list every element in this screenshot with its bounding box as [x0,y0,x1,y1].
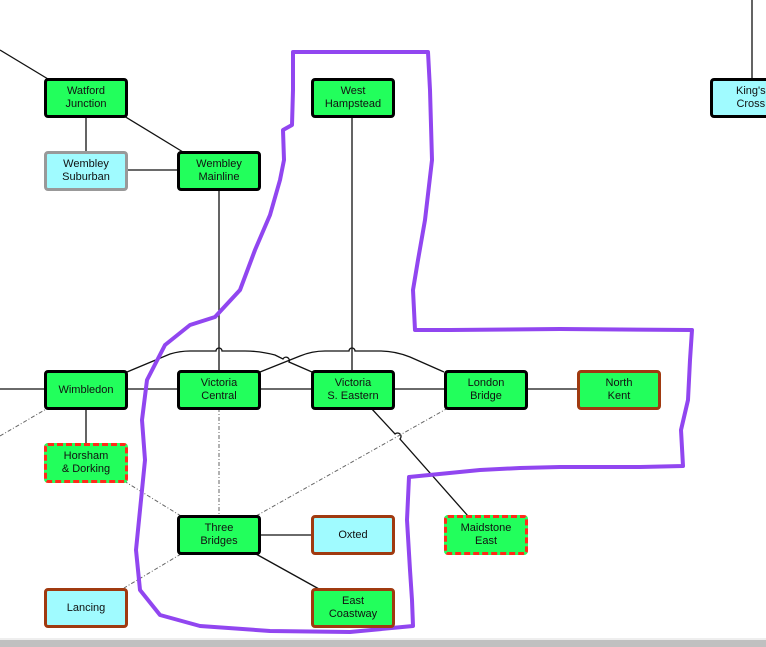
purple-annotation-outline [134,50,694,634]
station-north-kent[interactable]: North Kent [577,370,661,410]
edge-horsham-three-bridges [123,480,182,517]
station-oxted[interactable]: Oxted [311,515,395,555]
station-maidstone-east[interactable]: Maidstone East [444,515,528,555]
station-victoria-s-eastern[interactable]: Victoria S. Eastern [311,370,395,410]
edge-london-bridge-three-bridges [255,407,449,517]
edge-three-bridges-lancing [123,553,182,589]
dashed-edges-layer [0,407,449,589]
station-lancing[interactable]: Lancing [44,588,128,628]
station-three-bridges[interactable]: Three Bridges [177,515,261,555]
horizontal-scrollbar[interactable] [0,638,766,647]
edge-three-bridges-east-coastway [255,553,320,590]
edge-s-eastern-maidstone [370,407,469,517]
station-horsham-dorking[interactable]: Horsham & Dorking [44,443,128,483]
edge-victoria-central-london-bridge-curve [259,347,445,373]
station-west-hampstead[interactable]: West Hampstead [311,78,395,118]
station-wimbledon[interactable]: Wimbledon [44,370,128,410]
station-wembley-mainline[interactable]: Wembley Mainline [177,151,261,191]
edge-offscreen-to-watford [0,49,49,80]
edges-layer [0,0,753,590]
station-victoria-central[interactable]: Victoria Central [177,370,261,410]
station-watford-junction[interactable]: Watford Junction [44,78,128,118]
station-kings-cross[interactable]: King's Cross [710,78,766,118]
edge-wimbledon-victoria-s-eastern-curve [126,347,313,373]
edge-watford-wembley-mainline [123,115,184,153]
edge-offscreen-to-wimbledon-dashed [0,407,49,437]
station-london-bridge[interactable]: London Bridge [444,370,528,410]
station-east-coastway[interactable]: East Coastway [311,588,395,628]
station-wembley-suburban[interactable]: Wembley Suburban [44,151,128,191]
